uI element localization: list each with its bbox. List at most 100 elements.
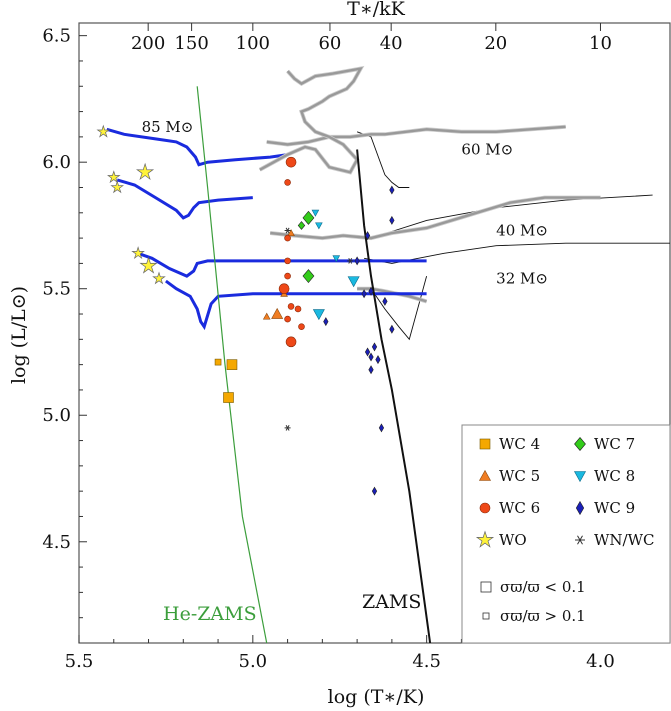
- reference-lines: [196, 86, 432, 644]
- legend-marker-wo: [475, 530, 495, 548]
- top-tick-label: 40: [380, 33, 403, 54]
- legend-label: WC 9: [594, 499, 635, 517]
- zams-line: [356, 149, 432, 644]
- marker-wc-9: [323, 317, 329, 327]
- legend-label: WC 8: [594, 467, 635, 485]
- data-points: [96, 124, 395, 496]
- marker-wo: [135, 162, 155, 181]
- legend-marker-wc8: [573, 471, 587, 483]
- marker-wc-8: [347, 276, 360, 288]
- legend-label: WO: [499, 531, 527, 549]
- giant-track-core: [357, 287, 427, 303]
- marker-wo: [152, 271, 166, 285]
- top-tick-label: 60: [318, 33, 341, 54]
- legend-size-marker: [480, 581, 492, 593]
- marker-wo: [110, 180, 124, 194]
- legend-marker-wc4: [479, 438, 491, 450]
- x-axis-title: log (T∗/K): [328, 686, 425, 708]
- wr-track: [106, 127, 288, 167]
- marker-wc-4: [223, 392, 234, 403]
- track-label: 32 M⊙: [496, 270, 548, 288]
- marker-wc-6: [294, 305, 302, 313]
- evolution-tracks: [106, 65, 670, 341]
- marker-wc-6: [284, 179, 291, 186]
- legend-box: [461, 424, 671, 644]
- marker-wc-9: [364, 231, 371, 241]
- marker-wc-9: [364, 347, 371, 357]
- marker-wn-wc: [284, 425, 291, 431]
- marker-wc-5: [262, 312, 271, 320]
- marker-wn-wc: [284, 227, 291, 234]
- marker-wc-6: [278, 283, 290, 295]
- y-tick-label: 5.0: [42, 405, 71, 426]
- marker-wc-6: [298, 323, 305, 330]
- track-label: 60 M⊙: [461, 141, 513, 159]
- marker-wc-6: [285, 156, 297, 168]
- marker-wc-4: [214, 358, 222, 366]
- marker-wc-9: [368, 365, 374, 375]
- x-tick-label: 5.5: [65, 651, 94, 672]
- marker-wc-9: [389, 324, 395, 334]
- top-tick-label: 10: [589, 33, 612, 54]
- top-axis-title: T∗/kK: [347, 0, 406, 20]
- x-tick-label: 5.0: [239, 651, 268, 672]
- marker-wc-8: [332, 255, 341, 263]
- giant-track-core: [270, 196, 601, 240]
- top-tick-label: 150: [174, 33, 208, 54]
- legend-label: WC 4: [499, 435, 540, 453]
- marker-wc-8: [315, 222, 323, 230]
- marker-wc-6: [284, 272, 291, 280]
- marker-wc-5: [271, 307, 284, 319]
- marker-wc-6: [285, 336, 297, 348]
- legend-label: WC 7: [594, 435, 635, 453]
- marker-wc-4: [226, 359, 238, 370]
- marker-wc-9: [371, 486, 378, 496]
- marker-wo: [139, 256, 158, 274]
- hydrogen-track: [356, 131, 410, 188]
- marker-wc-6: [287, 303, 295, 310]
- legend-marker-wc5: [478, 469, 492, 481]
- marker-wo: [107, 170, 121, 184]
- marker-wc-9: [368, 352, 374, 362]
- y-tick-label: 4.5: [42, 532, 71, 553]
- legend-size-marker: [482, 612, 490, 620]
- track-labels: 85 M⊙60 M⊙40 M⊙32 M⊙: [142, 118, 548, 288]
- giant-track-core: [259, 66, 363, 174]
- marker-wc-6: [284, 315, 291, 323]
- marker-wc-6: [284, 234, 291, 242]
- x-tick-label: 4.5: [412, 651, 441, 672]
- marker-wc-6: [284, 257, 291, 265]
- top-tick-label: 20: [484, 33, 507, 54]
- legend-label: WC 5: [499, 467, 540, 485]
- legend-marker-wc9: [575, 500, 585, 516]
- marker-wn-wc: [347, 258, 354, 264]
- plot-frame: [78, 22, 671, 644]
- x-tick-label: 4.0: [586, 651, 615, 672]
- legend-size-note: σϖ/ϖ > 0.1: [500, 607, 586, 625]
- track-label: 40 M⊙: [496, 222, 548, 240]
- marker-wc-9: [361, 289, 367, 299]
- y-tick-label: 5.5: [42, 279, 71, 300]
- y-axis-title: log (L/L⊙): [8, 286, 30, 384]
- top-tick-label: 100: [236, 33, 270, 54]
- wr-track: [165, 279, 427, 331]
- marker-wc-7: [302, 269, 315, 284]
- marker-wc-9: [371, 342, 378, 352]
- legend-marker-wc7: [574, 437, 586, 451]
- marker-wo: [96, 124, 111, 138]
- marker-wc-7: [302, 210, 315, 225]
- y-tick-label: 6.0: [42, 152, 71, 173]
- wr-track: [116, 178, 253, 220]
- hydrogen-track: [374, 275, 428, 341]
- he-zams-label: He-ZAMS: [163, 603, 257, 625]
- legend-label: WC 6: [499, 499, 540, 517]
- marker-wc-9: [368, 286, 374, 296]
- marker-wo: [131, 246, 145, 260]
- hydrogen-track: [364, 242, 670, 264]
- legend-label: WN/WC: [594, 531, 655, 549]
- zams-label: ZAMS: [362, 591, 421, 613]
- marker-wc-8: [311, 209, 320, 217]
